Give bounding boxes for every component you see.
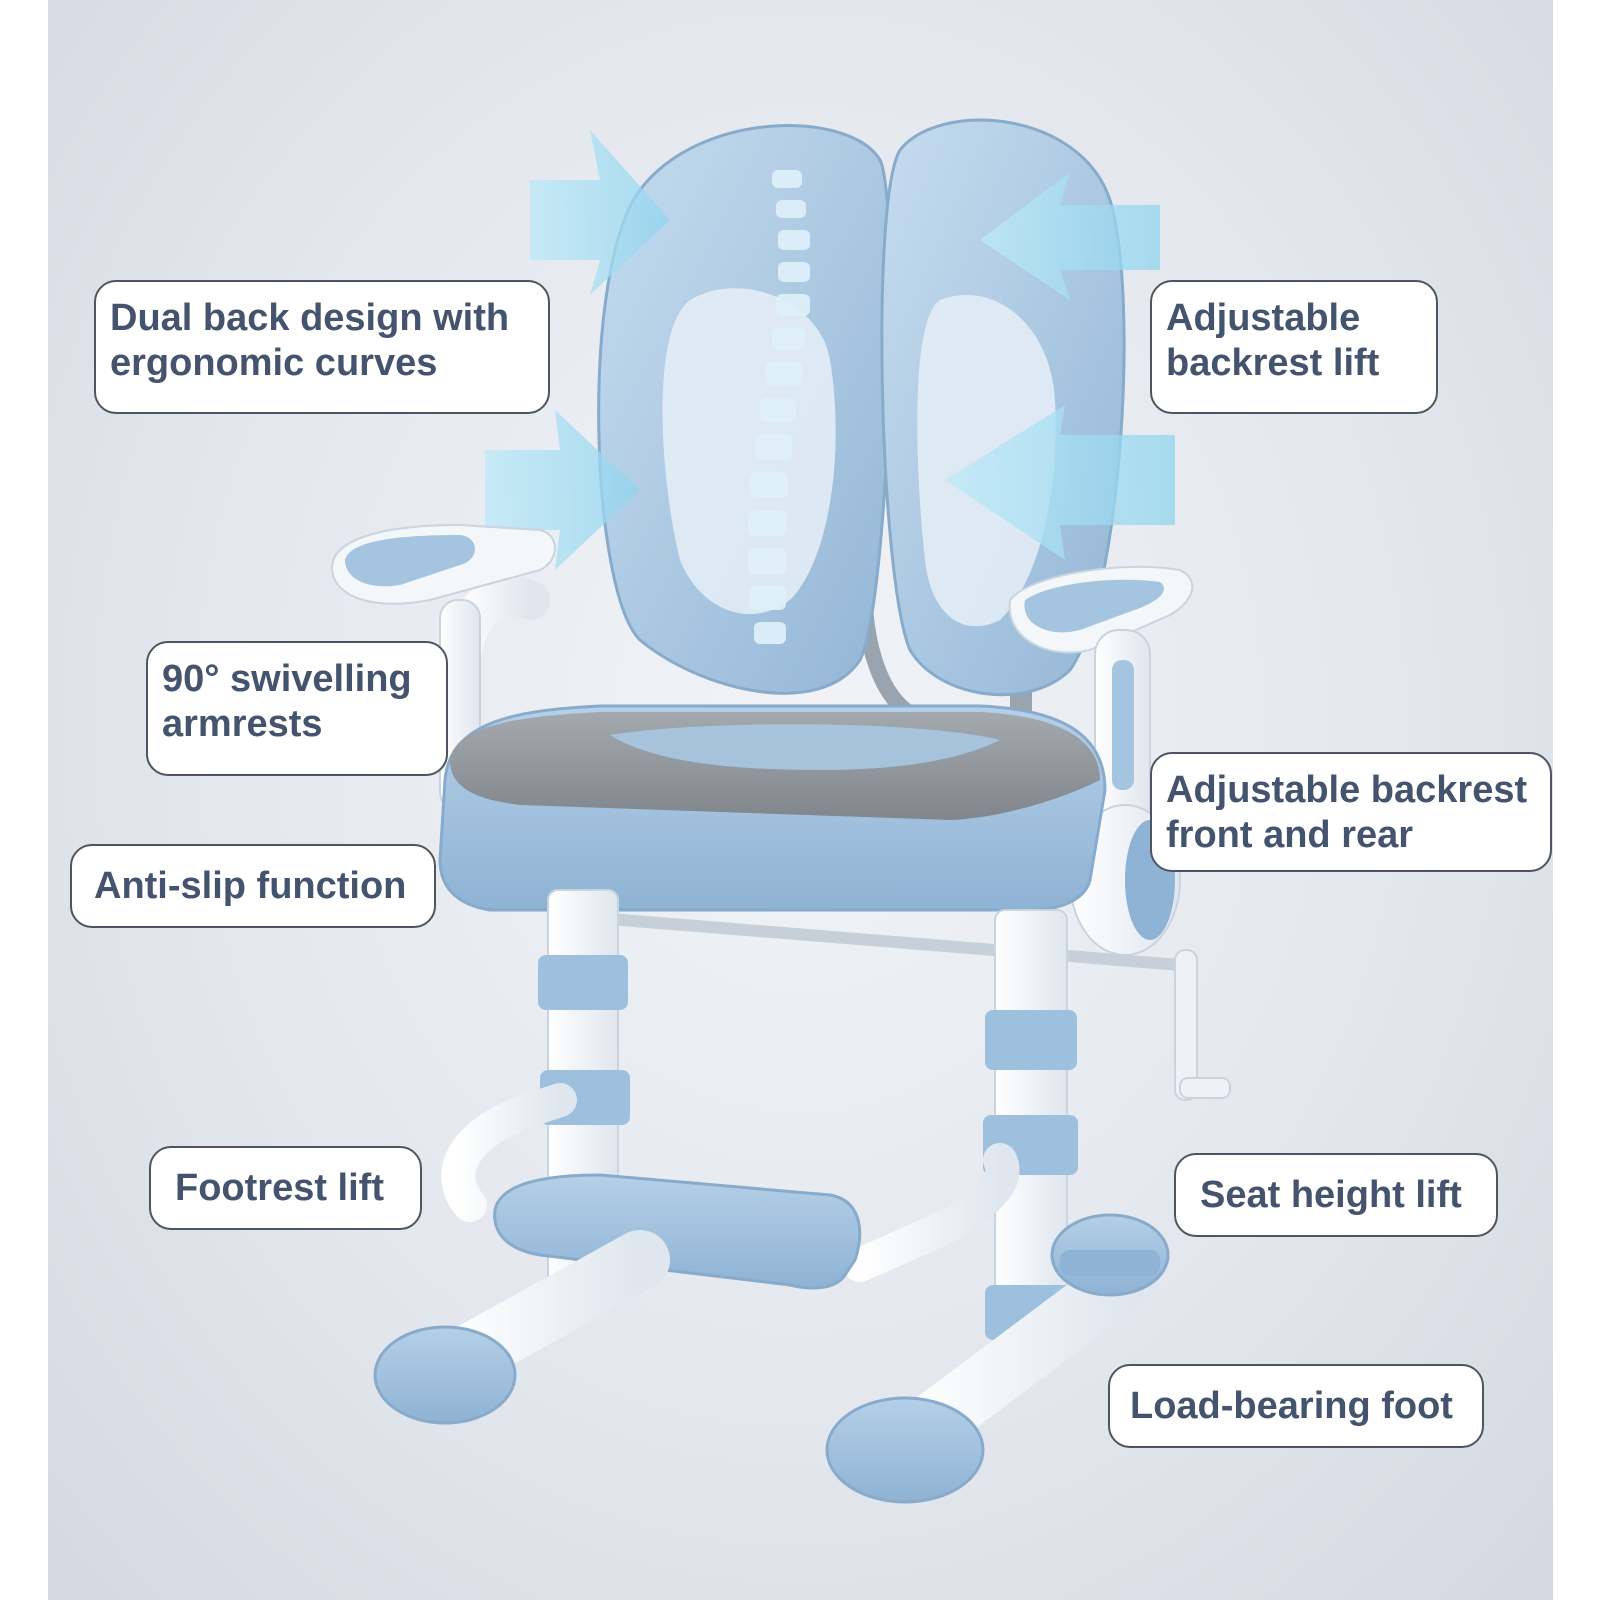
callout-backrest-lift: Adjustable backrest lift	[1150, 280, 1438, 414]
right-column	[983, 909, 1078, 1340]
spine-icon	[748, 170, 810, 644]
callout-backrest-front-rear-line1: Adjustable backrest	[1166, 769, 1528, 811]
callout-armrests-line1: 90° swivelling	[162, 658, 412, 700]
callout-dual-back: Dual back design with ergonomic curves	[94, 280, 550, 414]
callout-dual-back-line2: ergonomic curves	[110, 342, 438, 384]
load-bearing-base	[373, 1213, 1170, 1504]
callout-dual-back-line1: Dual back design with	[110, 297, 510, 339]
callout-backrest-lift-line2: backrest lift	[1166, 342, 1380, 384]
callout-backrest-lift-line1: Adjustable	[1166, 297, 1361, 339]
callout-footrest: Footrest lift	[149, 1146, 422, 1230]
callout-load-foot-line1: Load-bearing foot	[1130, 1385, 1453, 1427]
callout-anti-slip: Anti-slip function	[70, 844, 436, 928]
callout-armrests-line2: armrests	[162, 703, 323, 745]
callout-backrest-front-rear: Adjustable backrest front and rear	[1150, 752, 1552, 872]
seat	[438, 704, 1107, 912]
height-crank	[554, 909, 1231, 1101]
footrest	[441, 1083, 1020, 1290]
callout-anti-slip-line1: Anti-slip function	[94, 865, 407, 907]
callout-load-foot: Load-bearing foot	[1108, 1364, 1484, 1448]
callout-seat-height: Seat height lift	[1174, 1153, 1498, 1237]
callout-seat-height-line1: Seat height lift	[1200, 1174, 1462, 1216]
callout-footrest-line1: Footrest lift	[175, 1167, 384, 1209]
callout-armrests: 90° swivelling armrests	[146, 641, 448, 776]
callout-backrest-front-rear-line2: front and rear	[1166, 814, 1414, 856]
